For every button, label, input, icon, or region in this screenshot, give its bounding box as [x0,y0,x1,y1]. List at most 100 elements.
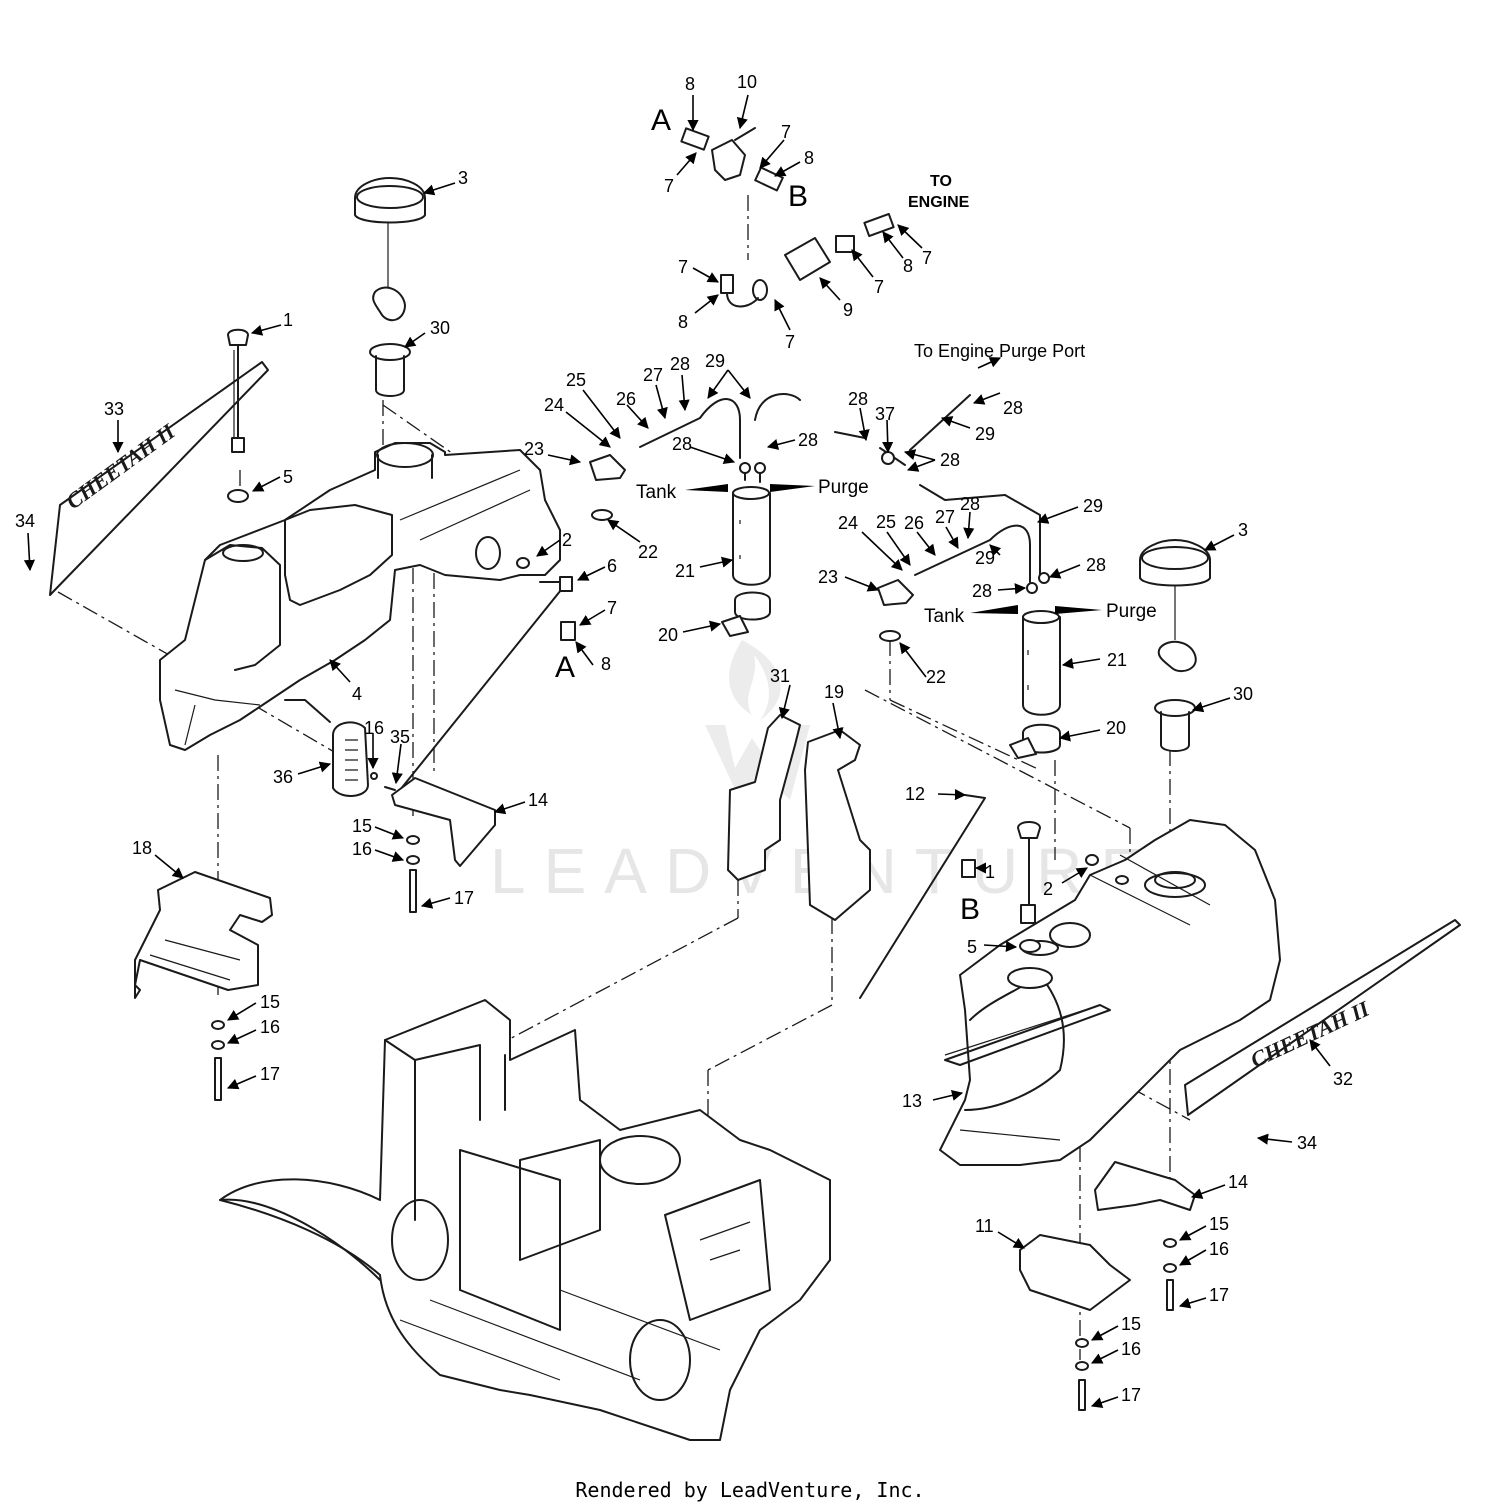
fuel-shutoff-valve [680,127,784,192]
callout-12: 12 [905,784,925,804]
callout-8: 8 [903,256,913,276]
callout-14: 14 [528,790,548,810]
callout-29: 29 [975,424,995,444]
callout-8: 8 [678,312,688,332]
callout-28: 28 [960,494,980,514]
left-headlight [284,699,396,797]
callout-7: 7 [874,277,884,297]
callout-16: 16 [1121,1339,1141,1359]
callout-1: 1 [283,310,293,330]
callout-15: 15 [352,816,372,836]
callout-5: 5 [283,467,293,487]
callout-7: 7 [781,122,791,142]
callout-33: 33 [104,399,124,419]
center-bracket-19 [804,729,871,921]
callout-36: 36 [273,767,293,787]
callout-2: 2 [562,530,572,550]
callout-labels: 1 1 2 2 3 3 4 5 5 6 7 7 7 7 7 7 7 8 8 8 … [15,72,1353,1405]
callout-21: 21 [1107,650,1127,670]
callout-8: 8 [804,148,814,168]
callout-2: 2 [1043,879,1053,899]
left-bracket-14 [391,777,496,913]
callout-7: 7 [607,598,617,618]
callout-28: 28 [672,434,692,454]
callout-22: 22 [638,542,658,562]
callout-28: 28 [972,581,992,601]
callout-25: 25 [566,370,586,390]
callout-16: 16 [260,1017,280,1037]
callout-15: 15 [1121,1314,1141,1334]
callout-8: 8 [685,74,695,94]
callout-15: 15 [260,992,280,1012]
callout-3: 3 [1238,520,1248,540]
callout-11: 11 [975,1216,994,1236]
callout-29: 29 [975,548,995,568]
callout-23: 23 [818,567,838,587]
callout-37: 37 [875,404,895,424]
mower-frame [219,999,831,1441]
vapor-canister-left [589,393,801,637]
callout-29: 29 [1083,496,1103,516]
vapor-canister-right [834,394,1061,759]
callout-28: 28 [798,430,818,450]
callout-32: 32 [1333,1069,1353,1089]
callout-17: 17 [1121,1385,1141,1405]
left-filler-neck [369,343,411,397]
right-fuel-line [859,794,1129,999]
callout-7: 7 [922,248,932,268]
callout-7: 7 [664,176,674,196]
left-fuel-tank [159,442,561,751]
right-fuel-cap [1139,539,1211,673]
callout-31: 31 [770,666,790,686]
callout-24: 24 [544,395,564,415]
right-decal-text: CHEETAH II [1247,995,1375,1072]
callout-20: 20 [658,625,678,645]
callout-6: 6 [607,556,617,576]
left-fuel-gauge [227,328,249,503]
connector-b-lower: B [960,893,980,926]
callout-17: 17 [260,1064,280,1084]
callout-27: 27 [935,507,955,527]
callout-1: 1 [985,862,995,882]
callout-34: 34 [1297,1133,1317,1153]
callout-14: 14 [1228,1172,1248,1192]
callout-18: 18 [132,838,152,858]
callout-28: 28 [940,450,960,470]
callout-30: 30 [430,318,450,338]
callout-35: 35 [390,727,410,747]
callout-21: 21 [675,561,695,581]
connector-b-top: B [788,180,808,213]
right-fuel-tank [939,819,1281,1166]
callout-26: 26 [616,389,636,409]
purge-port-label: To Engine Purge Port [914,341,1085,361]
callout-17: 17 [454,888,474,908]
right-bracket-14 [1094,1161,1196,1311]
callout-26: 26 [904,513,924,533]
callout-3: 3 [458,168,468,188]
tank-label-left: Tank [636,482,677,503]
callout-24: 24 [838,513,858,533]
callout-7: 7 [678,257,688,277]
right-fuel-gauge [1017,821,1041,953]
callout-5: 5 [967,937,977,957]
callout-30: 30 [1233,684,1253,704]
center-bracket-31 [727,714,801,881]
callout-13: 13 [902,1091,922,1111]
callout-17: 17 [1209,1285,1229,1305]
callout-20: 20 [1106,718,1126,738]
leader-lines [23,94,1331,1408]
callout-9: 9 [843,300,853,320]
callout-28: 28 [670,354,690,374]
purge-label-right: Purge [1106,601,1157,622]
connector-a-top: A [651,104,671,137]
callout-8: 8 [601,654,611,674]
left-fuel-line [399,576,576,791]
left-bushing [516,557,530,569]
right-bracket-11 [1019,1234,1131,1411]
left-fuel-cap [354,177,426,322]
to-engine-label-line1: TO [930,173,952,190]
callout-7: 7 [785,332,795,352]
connector-labels: A B A B [555,104,980,926]
left-bracket-18 [134,871,273,1101]
annotation-notes: TO ENGINE To Engine Purge Port Tank Purg… [636,173,1157,627]
